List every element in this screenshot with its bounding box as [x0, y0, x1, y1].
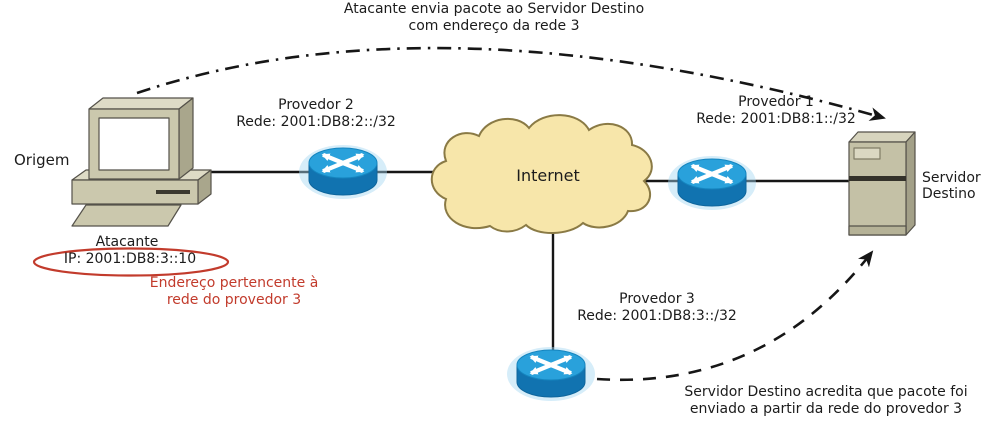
provider2-label: Provedor 2 Rede: 2001:DB8:2::/32 — [236, 97, 396, 131]
provider2-name: Provedor 2 — [278, 97, 354, 113]
provider2-router-icon — [299, 145, 387, 199]
computer-keyboard — [71, 204, 182, 227]
ip-highlight-ellipse — [32, 247, 230, 277]
attacker-label: Atacante — [95, 234, 159, 250]
provider2-network: Rede: 2001:DB8:2::/32 — [236, 114, 396, 130]
belief-note-line1: Servidor Destino acredita que pacote foi — [684, 384, 968, 400]
provider3-name: Provedor 3 — [619, 291, 695, 307]
provider1-label: Provedor 1 Rede: 2001:DB8:1::/32 — [696, 94, 856, 128]
provider1-network: Rede: 2001:DB8:1::/32 — [696, 111, 856, 127]
provider1-name: Provedor 1 — [738, 94, 814, 110]
attack-note-line1: Atacante envia pacote ao Servidor Destin… — [343, 1, 645, 17]
server-drive-slot — [853, 147, 881, 160]
belief-note: Servidor Destino acredita que pacote foi… — [684, 384, 967, 418]
spoofed-address-note: Endereço pertencente à rede do provedor … — [150, 275, 319, 309]
destination-server-icon — [848, 131, 916, 236]
provider3-label: Provedor 3 Rede: 2001:DB8:3::/32 — [577, 291, 737, 325]
server-label-line1: Servidor — [922, 170, 981, 186]
internet-label: Internet — [516, 166, 580, 185]
server-label-line2: Destino — [922, 186, 976, 202]
attacker-ip-label: IP: 2001:DB8:3::10 — [63, 251, 197, 267]
belief-note-line2: enviado a partir da rede do provedor 3 — [689, 401, 963, 417]
internet-cloud-icon — [430, 114, 653, 234]
provider3-network: Rede: 2001:DB8:3::/32 — [577, 308, 737, 324]
computer-screen — [98, 117, 170, 171]
spoofed-address-note-line1: Endereço pertencente à — [149, 275, 319, 291]
attack-note: Atacante envia pacote ao Servidor Destin… — [344, 1, 644, 35]
provider3-router-icon — [507, 347, 595, 401]
origin-label: Origem — [14, 151, 70, 169]
attack-path-arrow — [136, 46, 886, 121]
provider1-router-icon — [668, 156, 756, 210]
attack-note-line2: com endereço da rede 3 — [408, 18, 580, 34]
server-label: Servidor Destino — [922, 170, 981, 202]
attacker-computer-icon — [71, 97, 212, 227]
spoofed-address-note-line2: rede do provedor 3 — [166, 292, 302, 308]
